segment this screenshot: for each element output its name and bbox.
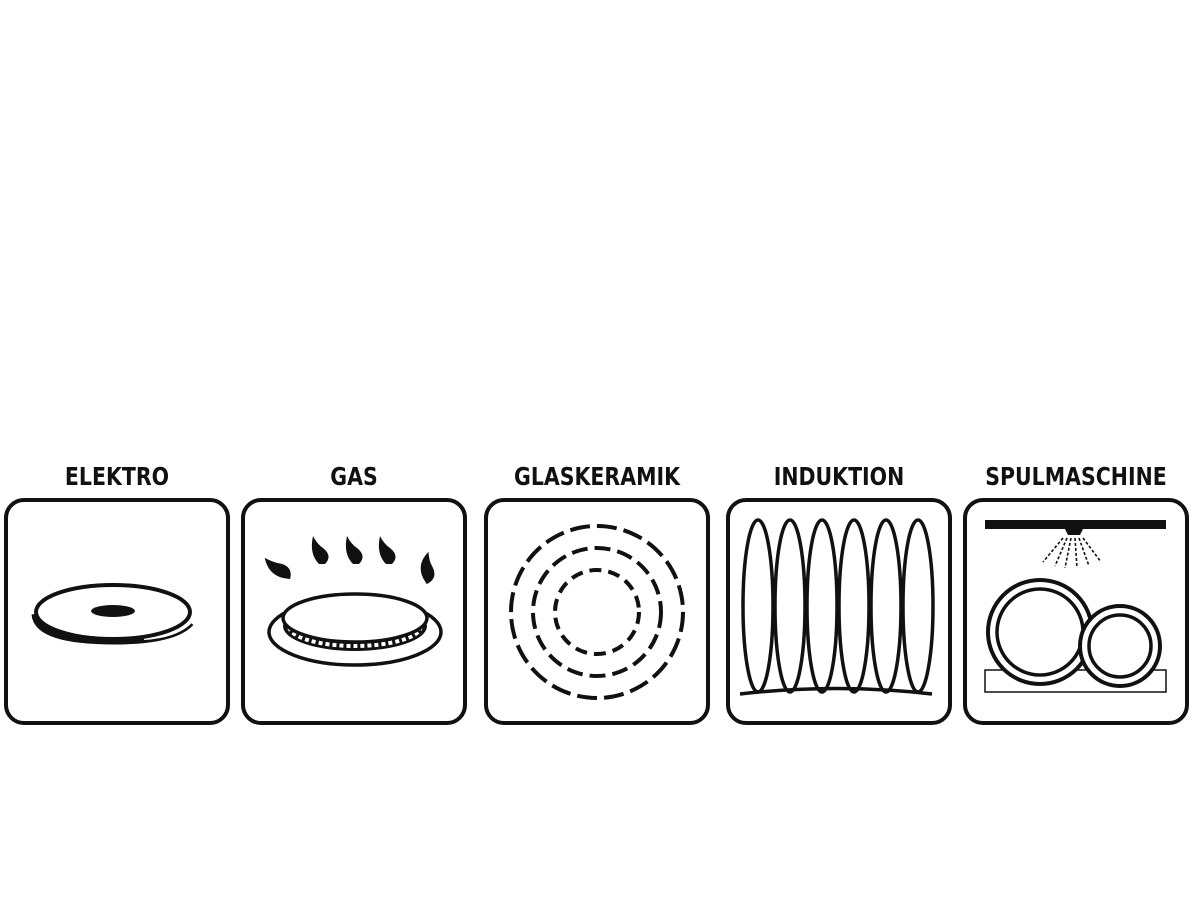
- item-spulmaschine: SPULMASCHINE: [963, 458, 1189, 728]
- induction-coil-icon: [726, 498, 952, 725]
- electric-hotplate-icon: [4, 498, 230, 725]
- item-label: INDUKTION: [773, 462, 905, 491]
- item-gas: GAS: [241, 458, 467, 728]
- item-label: GAS: [330, 462, 378, 491]
- item-elektro: ELEKTRO: [4, 458, 230, 728]
- item-induktion: INDUKTION: [726, 458, 952, 728]
- item-label: SPULMASCHINE: [985, 462, 1167, 491]
- item-label: ELEKTRO: [64, 462, 170, 491]
- dishwasher-icon: [963, 498, 1189, 725]
- item-glaskeramik: GLASKERAMIK: [484, 458, 710, 728]
- item-label: GLASKERAMIK: [514, 462, 680, 491]
- gas-burner-icon: [241, 498, 467, 725]
- ceramic-glass-hob-icon: [484, 498, 710, 725]
